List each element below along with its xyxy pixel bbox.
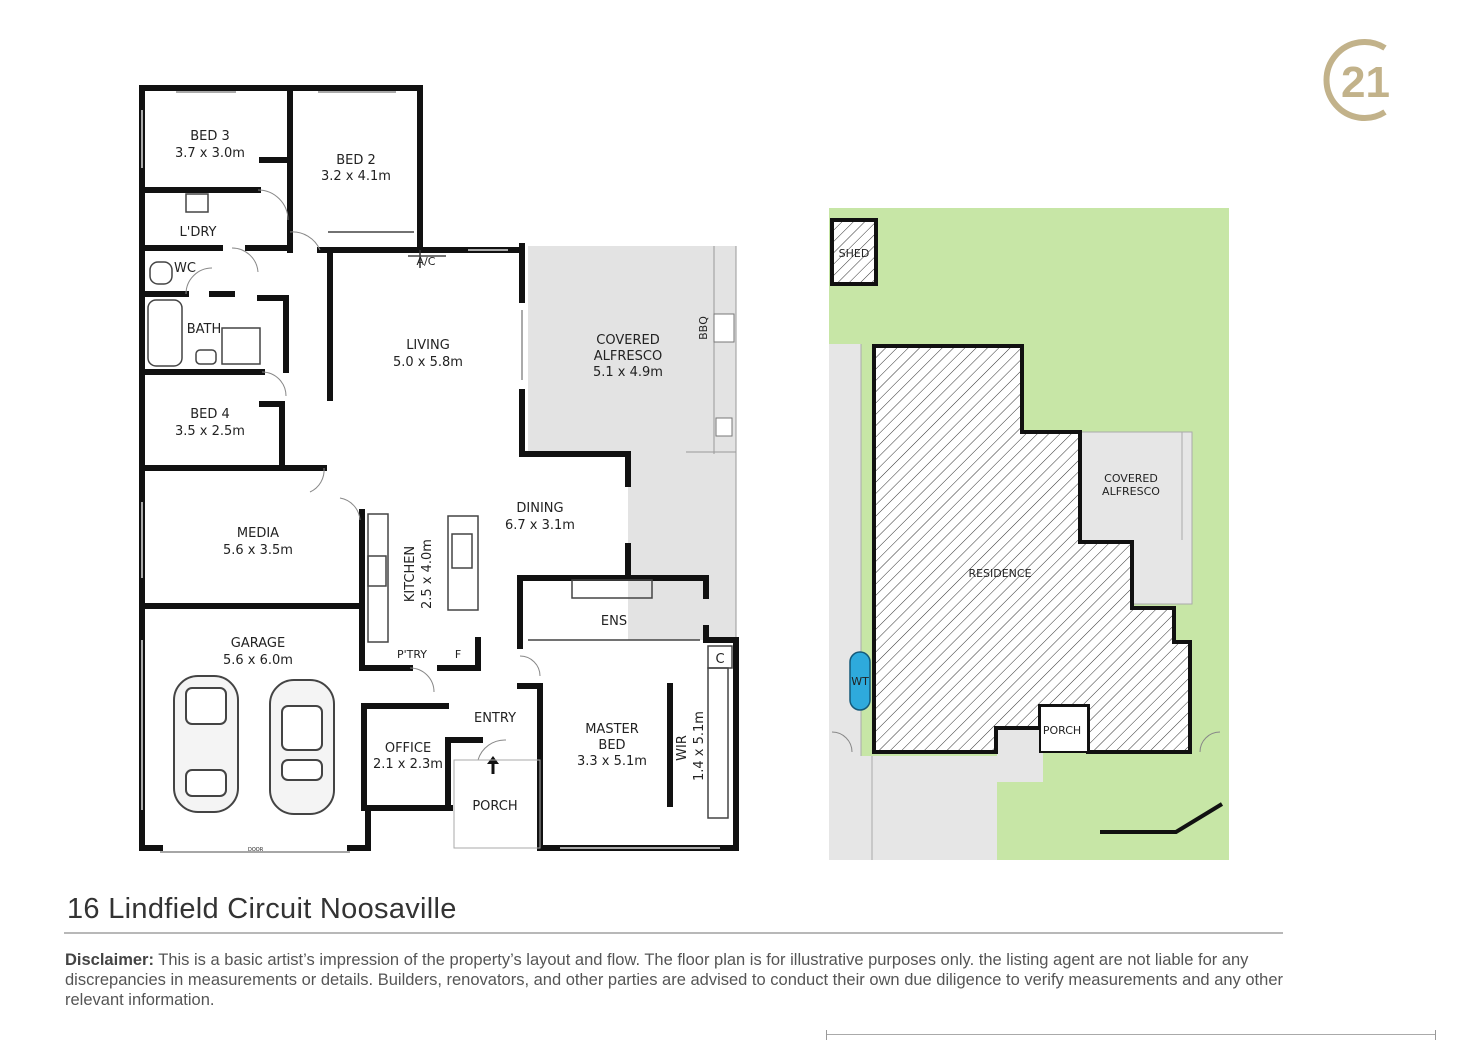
disclaimer: Disclaimer: This is a basic artist’s imp… bbox=[65, 950, 1285, 1010]
pantry-label: P'TRY bbox=[397, 648, 427, 661]
wir-size: 1.4 x 5.1m bbox=[692, 711, 707, 781]
media-label: MEDIA bbox=[237, 526, 279, 541]
site-plan: SHED RESIDENCE COVERED ALFRESCO PORCH WT bbox=[829, 208, 1229, 860]
alfresco-size: 5.1 x 4.9m bbox=[593, 365, 663, 380]
master-label-2: BED bbox=[598, 738, 625, 753]
alfresco-area bbox=[528, 246, 736, 454]
water-tank-label: WT bbox=[851, 675, 869, 688]
site-alfresco-label-2: ALFRESCO bbox=[1102, 485, 1160, 498]
bed3-label: BED 3 bbox=[190, 129, 230, 144]
dining-label: DINING bbox=[516, 501, 563, 516]
disclaimer-label: Disclaimer: bbox=[65, 951, 154, 969]
site-alfresco-label-1: COVERED bbox=[1104, 472, 1158, 485]
fence-line bbox=[1100, 802, 1224, 834]
garage-door-label: DOOR bbox=[248, 847, 264, 853]
floor-plan: DOOR BED 3 3.7 x bbox=[139, 85, 739, 853]
car-icon-left bbox=[173, 675, 239, 813]
century21-logo: 21 bbox=[1323, 39, 1390, 121]
divider bbox=[64, 932, 1283, 934]
wc-label: WC bbox=[174, 261, 196, 276]
kitchen-size: 2.5 x 4.0m bbox=[420, 539, 435, 609]
ac-label: A/C bbox=[417, 255, 436, 268]
master-label-1: MASTER bbox=[585, 722, 639, 737]
front-path bbox=[997, 726, 1043, 782]
laundry-label: L'DRY bbox=[180, 225, 217, 240]
sink-icon bbox=[715, 417, 733, 437]
shed-footprint bbox=[830, 218, 878, 286]
water-tank-icon bbox=[849, 651, 871, 711]
living-label: LIVING bbox=[406, 338, 450, 353]
office-label: OFFICE bbox=[385, 741, 431, 756]
office-size: 2.1 x 2.3m bbox=[373, 757, 443, 772]
bed4-label: BED 4 bbox=[190, 407, 230, 422]
media-size: 5.6 x 3.5m bbox=[223, 543, 293, 558]
fridge-label: F bbox=[455, 648, 461, 661]
bed4-size: 3.5 x 2.5m bbox=[175, 424, 245, 439]
alfresco-label-2: ALFRESCO bbox=[594, 349, 662, 364]
residence-footprint bbox=[872, 344, 1192, 754]
alfresco-side bbox=[628, 454, 736, 640]
shed-label: SHED bbox=[839, 247, 870, 260]
ensuite-label: ENS bbox=[601, 614, 627, 629]
living-size: 5.0 x 5.8m bbox=[393, 355, 463, 370]
scale-bar bbox=[826, 1030, 1436, 1041]
porch-label: PORCH bbox=[472, 799, 517, 814]
property-address: 16 Lindfield Circuit Noosaville bbox=[67, 893, 457, 925]
kitchen-label: KITCHEN bbox=[403, 546, 418, 602]
driveway bbox=[829, 756, 997, 860]
disclaimer-text: This is a basic artist’s impression of t… bbox=[65, 951, 1283, 1009]
logo-text: 21 bbox=[1341, 58, 1390, 107]
site-porch bbox=[1039, 705, 1089, 753]
site-porch-label: PORCH bbox=[1043, 724, 1081, 737]
bed2-label: BED 2 bbox=[336, 153, 376, 168]
dining-size: 6.7 x 3.1m bbox=[505, 518, 575, 533]
entry-arrow-icon bbox=[487, 756, 499, 774]
master-size: 3.3 x 5.1m bbox=[577, 754, 647, 769]
bath-label: BATH bbox=[187, 322, 222, 337]
garage-size: 5.6 x 6.0m bbox=[223, 653, 293, 668]
car-icon-right bbox=[269, 679, 335, 815]
garage-label: GARAGE bbox=[231, 636, 285, 651]
bbq-icon bbox=[713, 313, 735, 343]
bbq-label: BBQ bbox=[697, 316, 710, 340]
wir-label: WIR bbox=[675, 735, 690, 761]
bed2-size: 3.2 x 4.1m bbox=[321, 169, 391, 184]
alfresco-label-1: COVERED bbox=[596, 333, 659, 348]
entry-label: ENTRY bbox=[474, 711, 516, 726]
cupboard-label: C bbox=[715, 652, 724, 667]
residence-label: RESIDENCE bbox=[968, 567, 1031, 580]
bed3-size: 3.7 x 3.0m bbox=[175, 146, 245, 161]
